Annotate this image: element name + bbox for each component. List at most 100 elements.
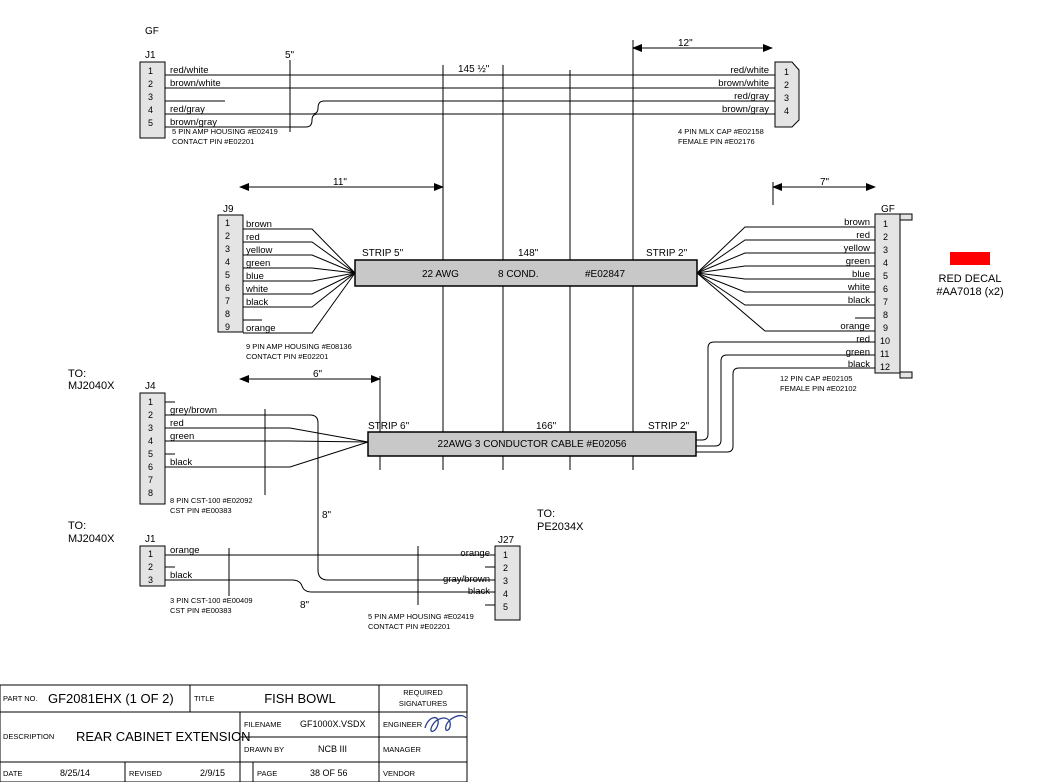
strip-label: STRIP 5" <box>362 248 404 259</box>
reference-lines <box>379 40 774 470</box>
lower-cable-to-gf <box>696 341 875 453</box>
gf12-wires <box>696 226 875 332</box>
wire-label: brown/gray <box>722 104 769 115</box>
pin-number: 1 <box>883 219 888 229</box>
to-label: TO: <box>537 508 555 520</box>
dim-145-label: 145 ½" <box>458 64 490 75</box>
connector-j27-name: J27 <box>498 535 515 546</box>
decal-label: RED DECAL <box>939 273 1002 285</box>
wire-label: yellow <box>246 245 273 256</box>
wire-label: brown/white <box>718 78 769 89</box>
dim-11-label: 11" <box>333 177 347 188</box>
to-label: TO: <box>68 520 86 532</box>
title-block: PART NO. GF2081EHX (1 OF 2) TITLE FISH B… <box>0 684 468 782</box>
strip-label: STRIP 2" <box>648 421 690 432</box>
wire-label: brown/gray <box>170 117 217 128</box>
cable-length: 166" <box>536 421 557 432</box>
wire-label: gray/brown <box>443 574 490 585</box>
bottom-harness: TO: MJ2040X J1 1 2 3 orange black 3 PIN … <box>68 520 521 631</box>
strip-label: STRIP 2" <box>646 248 688 259</box>
wire-label: black <box>170 570 192 581</box>
connector-gf12 <box>874 213 901 374</box>
dim-6-label: 6" <box>313 369 323 380</box>
cable-conductors: 8 COND. <box>498 269 539 280</box>
connector-note: FEMALE PIN #E02102 <box>780 384 857 393</box>
connector-note: CST PIN #E00383 <box>170 606 232 615</box>
j1-bottom-wires <box>165 554 495 593</box>
page-label: PAGE <box>257 769 277 778</box>
j4-wires <box>165 401 495 581</box>
wire-label: blue <box>852 269 870 280</box>
wire-label: black <box>848 295 870 306</box>
upper-cable-harness: 11" 7" J9 1 2 3 4 5 6 7 8 9 brown red ye… <box>217 177 1004 393</box>
connector-note: 8 PIN CST-100 #E02092 <box>170 496 253 505</box>
connector-j1-bottom <box>139 545 166 587</box>
pin-number: 1 <box>503 550 508 560</box>
title-label: TITLE <box>194 694 214 703</box>
drawing-title: FISH BOWL <box>264 691 336 706</box>
pin-number: 2 <box>148 562 153 572</box>
gf-label-top: GF <box>145 26 159 37</box>
to-name: PE2034X <box>537 521 584 533</box>
cable-part-number: #E02847 <box>585 269 625 280</box>
wire-label: green <box>170 431 194 442</box>
pin-number: 2 <box>225 231 230 241</box>
wire-label: orange <box>460 548 490 559</box>
connector-note: FEMALE PIN #E02176 <box>678 137 755 146</box>
dim-12-label: 12" <box>678 38 693 49</box>
cable-3-cond <box>367 431 697 457</box>
wire-label: white <box>245 284 268 295</box>
dim-8-label: 8" <box>322 510 332 521</box>
filename: GF1000X.VSDX <box>300 719 366 729</box>
wire-label: orange <box>840 321 870 332</box>
pin-number: 11 <box>880 349 889 359</box>
pin-number: 4 <box>784 106 789 116</box>
lower-cable-harness: 6" TO: MJ2040X J4 1 2 3 4 5 6 7 8 grey/b… <box>68 341 875 581</box>
wire-label: brown <box>246 219 272 230</box>
wire-label: orange <box>246 323 276 334</box>
required-signatures-label: REQUIRED <box>403 688 443 697</box>
pin-number: 3 <box>784 93 789 103</box>
pin-number: 10 <box>880 336 890 346</box>
wire-label: black <box>848 359 870 370</box>
engineer-signature <box>424 714 467 733</box>
required-signatures-label: SIGNATURES <box>399 699 447 708</box>
pin-number: 3 <box>148 575 153 585</box>
connector-note: 5 PIN AMP HOUSING #E02419 <box>368 612 474 621</box>
pin-number: 2 <box>503 563 508 573</box>
wire-label: red/white <box>170 65 209 76</box>
pin-number: 5 <box>225 270 230 280</box>
pin-number: 6 <box>883 284 888 294</box>
drawn-by-label: DRAWN BY <box>244 745 284 754</box>
drawn-by: NCB III <box>318 744 347 754</box>
connector-note: CONTACT PIN #E02201 <box>172 137 254 146</box>
pin-number: 9 <box>225 322 230 332</box>
pin-number: 4 <box>883 258 888 268</box>
pin-number: 2 <box>148 410 153 420</box>
connector-j9 <box>217 214 244 333</box>
pin-number: 3 <box>148 423 153 433</box>
dim-7-label: 7" <box>820 177 830 188</box>
connector-note: CONTACT PIN #E02201 <box>246 352 328 361</box>
wire-brown-gray <box>165 113 780 128</box>
pin-number: 3 <box>148 92 153 102</box>
pin-number: 2 <box>148 79 153 89</box>
pin-number: 1 <box>225 218 230 228</box>
filename-label: FILENAME <box>244 720 282 729</box>
pin-number: 4 <box>225 257 230 267</box>
pin-number: 4 <box>148 436 153 446</box>
wire-label: red <box>246 232 260 243</box>
connector-j1-top <box>139 61 166 139</box>
cable-gauge: 22 AWG <box>422 269 459 280</box>
j9-wires <box>243 228 356 334</box>
dim-8b-label: 8" <box>300 600 310 611</box>
pin-number: 5 <box>883 271 888 281</box>
pin-number: 7 <box>148 475 153 485</box>
pin-number: 1 <box>784 67 789 77</box>
pin-number: 8 <box>225 309 230 319</box>
connector-j4-name: J4 <box>145 381 156 392</box>
wire-label: red/white <box>730 65 769 76</box>
part-no: GF2081EHX (1 OF 2) <box>48 691 174 706</box>
wire-label: yellow <box>844 243 871 254</box>
